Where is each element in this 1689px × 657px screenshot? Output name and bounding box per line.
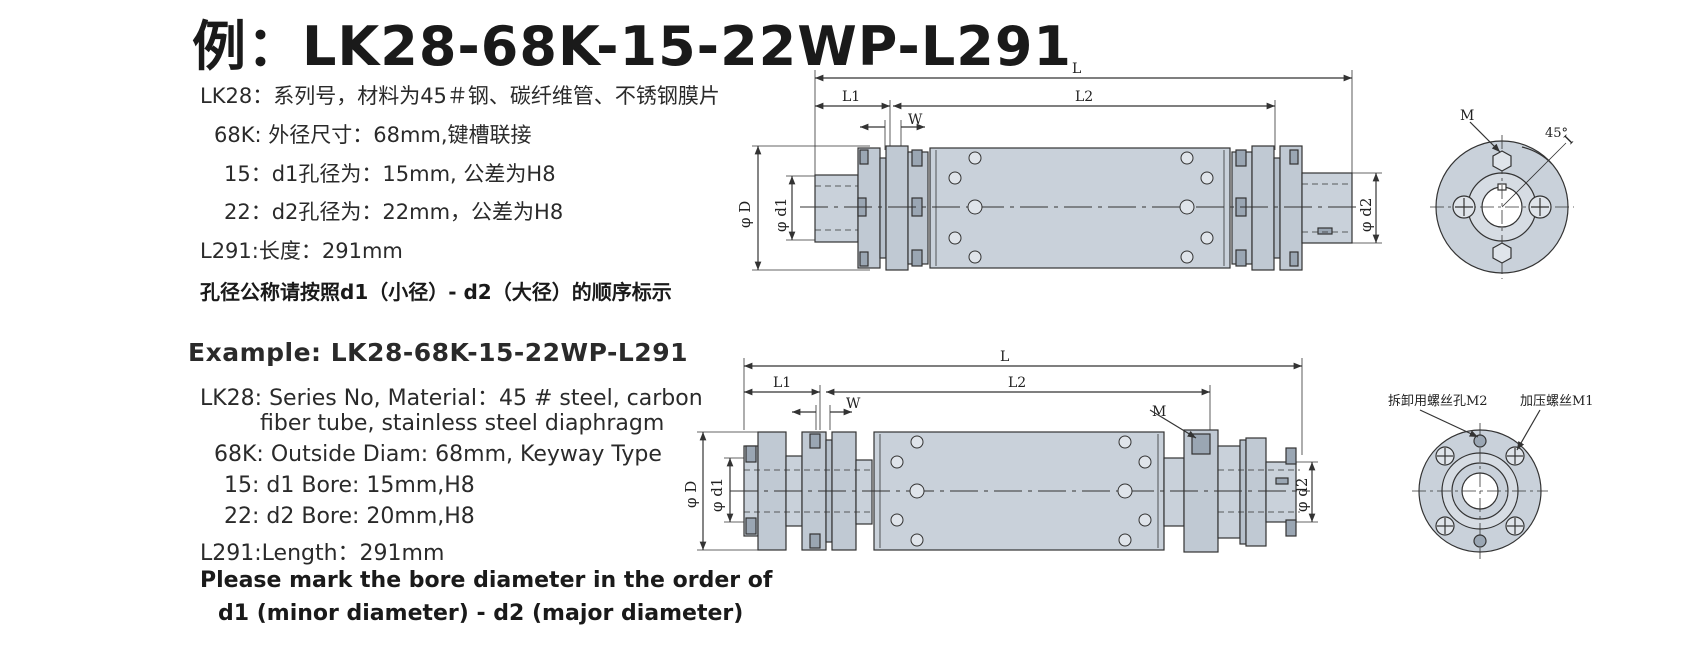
- spec-line-length: L291:长度：291mm: [200, 239, 403, 263]
- example-line-material-cont: fiber tube, stainless steel diaphragm: [260, 411, 665, 436]
- dim-label-d1-bottom: φ d1: [708, 478, 726, 512]
- top-dimension-labels: L L1 L2 W φ D φ d1 φ d2: [736, 61, 1375, 232]
- dim-label-L2: L2: [1075, 89, 1093, 105]
- page-title: 例：LK28-68K-15-22WP-L291: [192, 15, 1072, 78]
- dim-label-d2-bottom: φ d2: [1293, 478, 1311, 512]
- example-line-d2: 22: d2 Bore: 20mm,H8: [224, 504, 475, 529]
- example-line-length: L291:Length：291mm: [200, 541, 445, 566]
- spec-line-d1: 15：d1孔径为：15mm, 公差为H8: [224, 162, 556, 186]
- example-note-line2: d1 (minor diameter) - d2 (major diameter…: [218, 601, 744, 626]
- dim-label-d2: φ d2: [1357, 198, 1375, 232]
- dim-label-W-bottom: W: [846, 396, 861, 412]
- dim-label-L-bottom: L: [1000, 349, 1009, 365]
- example-line-series: LK28: Series No, Material：45 # steel, ca…: [200, 386, 703, 411]
- bottom-tube-screws: [890, 435, 1152, 547]
- bottom-end-view: [1412, 409, 1548, 559]
- dim-label-L1: L1: [842, 89, 860, 105]
- spec-line-series: LK28：系列号，材料为45＃钢、碳纤维管、不锈钢膜片: [200, 84, 720, 108]
- dim-label-D-bottom: φ D: [682, 481, 700, 508]
- label-press-screw: 加压螺丝M1: [1520, 394, 1594, 409]
- example-title: Example: LK28-68K-15-22WP-L291: [188, 338, 688, 367]
- bore-order-note: 孔径公称请按照d1（小径）- d2（大径）的顺序标示: [200, 280, 672, 304]
- example-note-line1: Please mark the bore diameter in the ord…: [200, 568, 773, 593]
- top-tube-screws: [948, 151, 1214, 264]
- example-line-d1: 15: d1 Bore: 15mm,H8: [224, 473, 475, 498]
- dim-label-d1: φ d1: [772, 198, 790, 232]
- example-line-outside-diameter: 68K: Outside Diam: 68mm, Keyway Type: [214, 442, 662, 467]
- top-end-view: [1430, 121, 1574, 279]
- label-removal-hole: 拆卸用螺丝孔M2: [1388, 393, 1488, 409]
- dim-label-L2-bottom: L2: [1008, 375, 1026, 391]
- spec-line-d2: 22：d2孔径为：22mm，公差为H8: [224, 200, 564, 224]
- dim-label-W: W: [908, 112, 923, 128]
- dim-label-M-bottom: M: [1152, 404, 1166, 420]
- dim-label-L1-bottom: L1: [773, 375, 791, 391]
- bottom-dimension-labels: L L1 L2 W M φ D φ d1 φ d2: [682, 349, 1311, 512]
- dim-label-L: L: [1072, 61, 1081, 77]
- label-M-top: M: [1460, 108, 1474, 124]
- spec-line-outside-diameter: 68K: 外径尺寸：68mm,键槽联接: [214, 123, 532, 147]
- label-angle: 45°: [1545, 126, 1568, 141]
- dim-label-D: φ D: [736, 201, 754, 228]
